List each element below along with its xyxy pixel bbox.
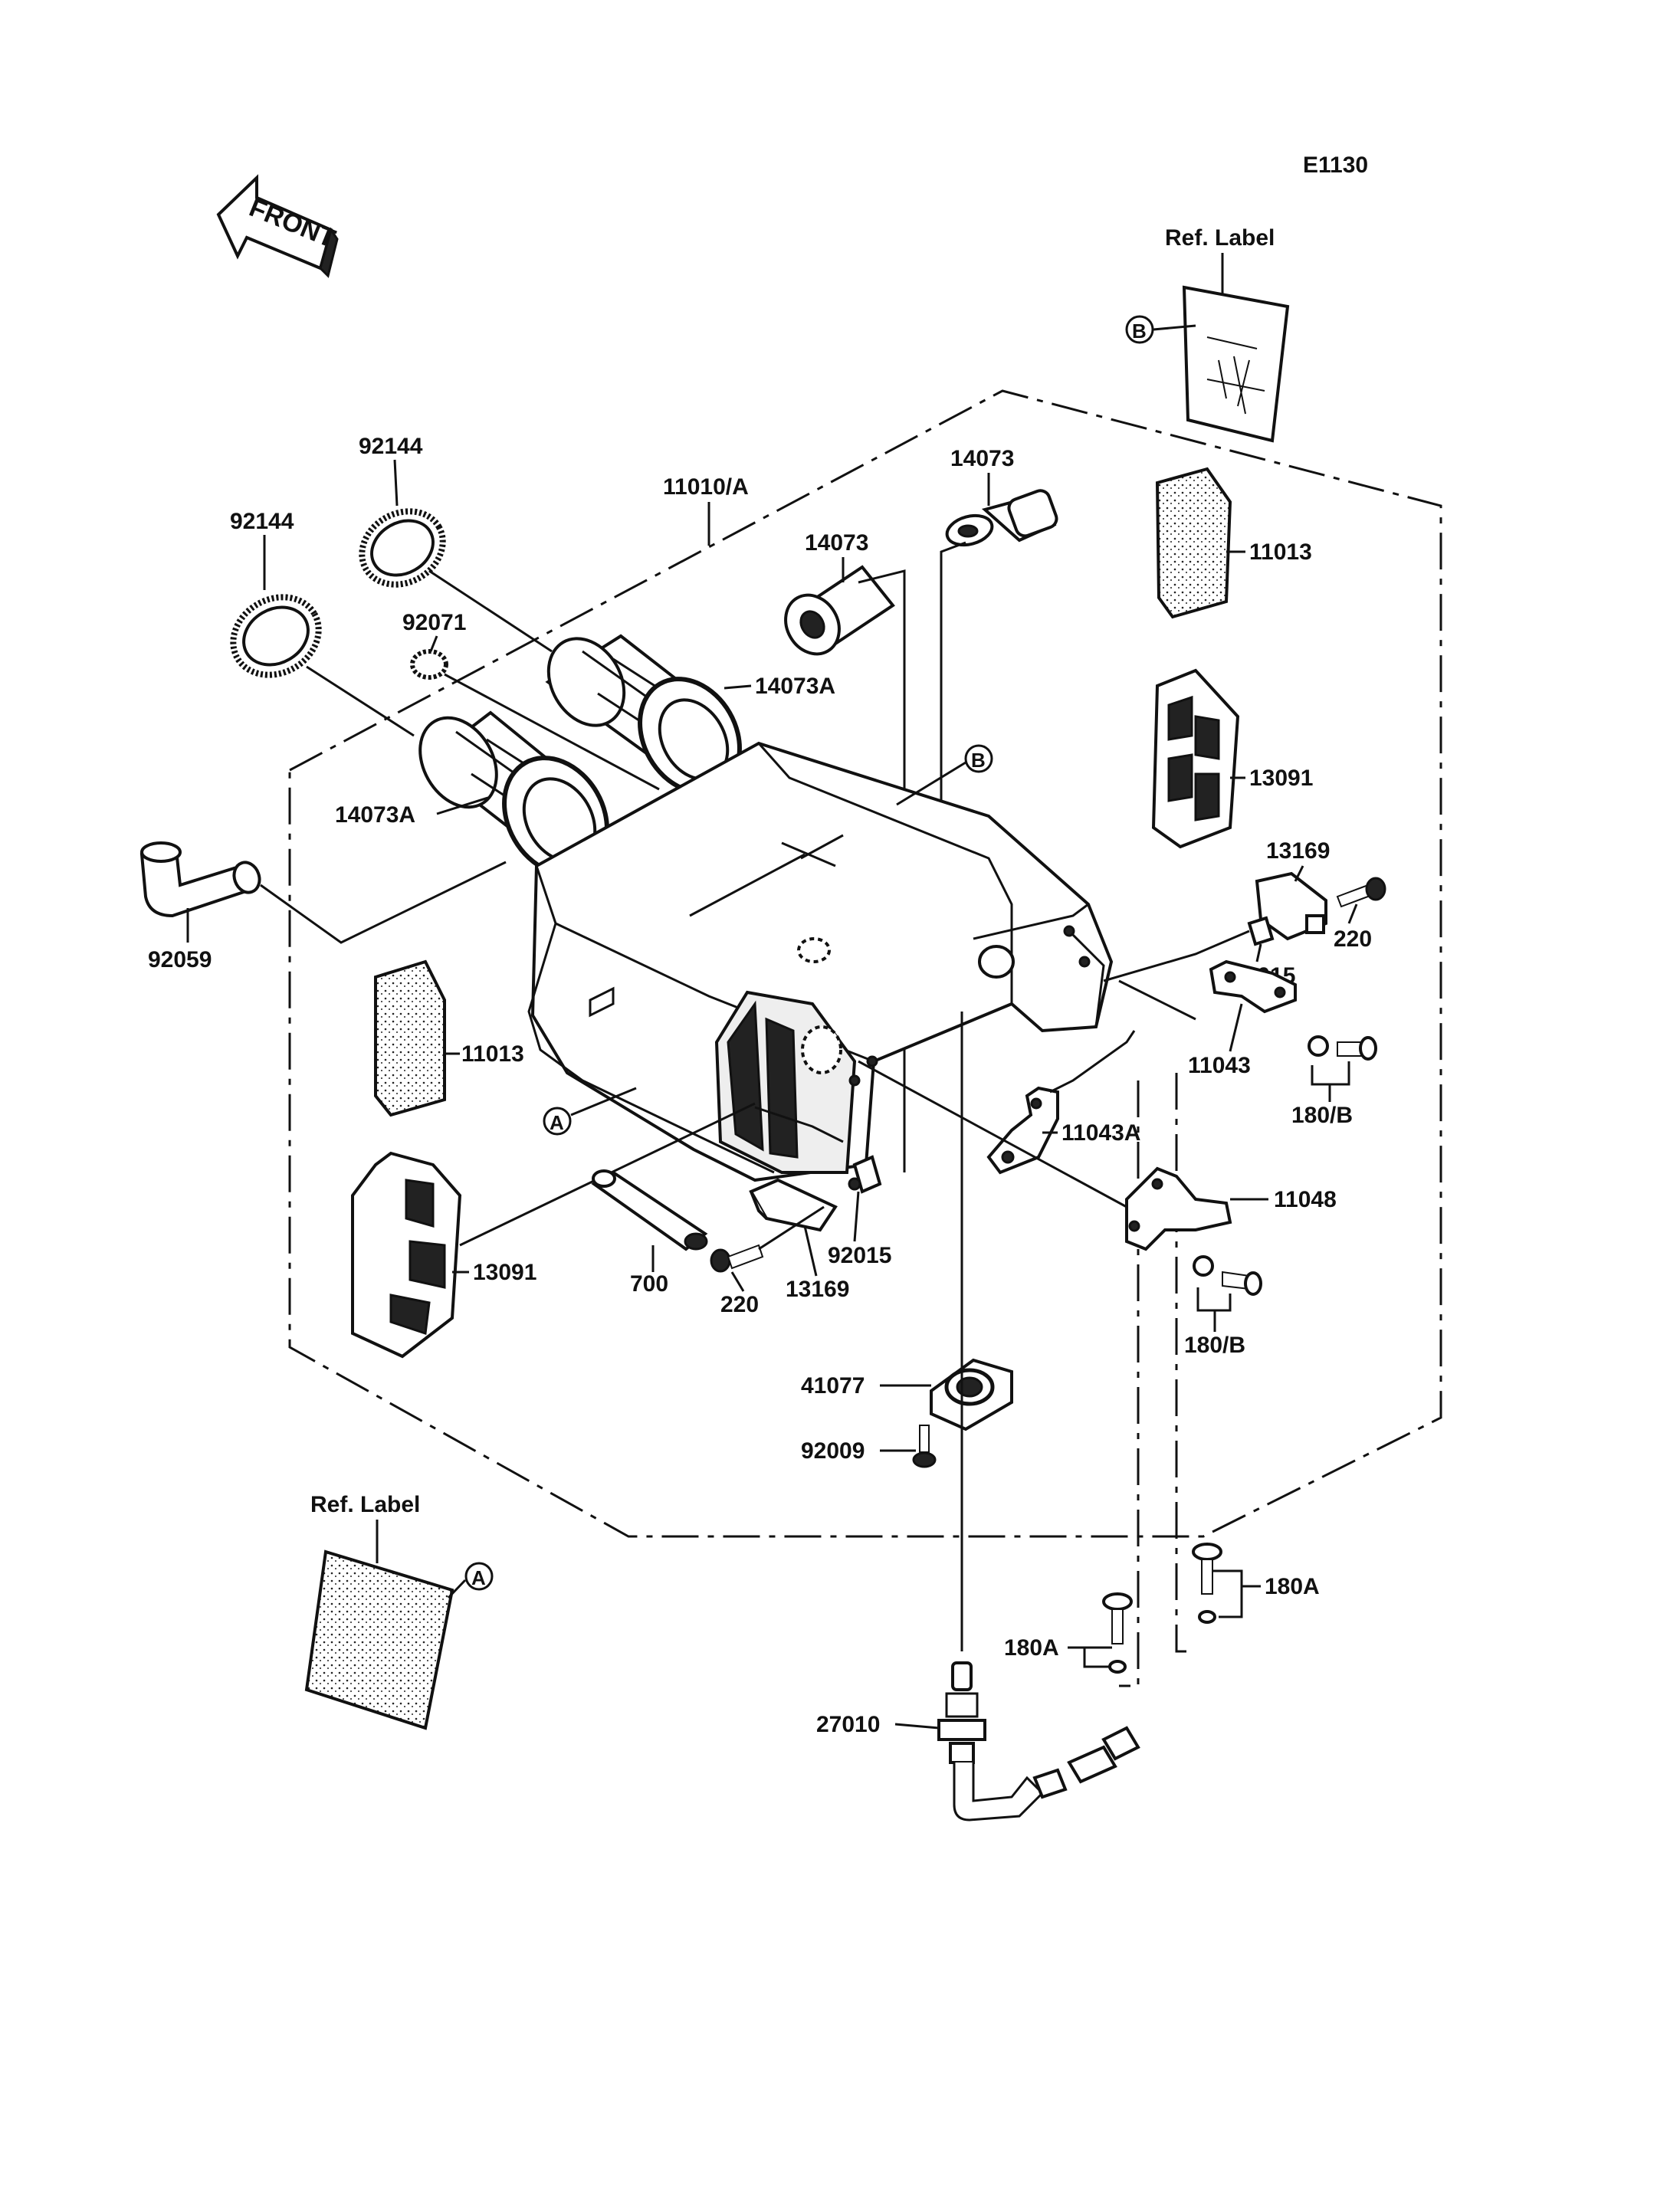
bracket-11043a — [986, 1086, 1059, 1175]
marker-a-box — [543, 1107, 572, 1136]
label-14073a-right: 14073A — [755, 674, 835, 699]
label-92015-left: 92015 — [828, 1243, 891, 1268]
label-14073-mid: 14073 — [805, 530, 868, 556]
bolt-180b-right — [1308, 1035, 1377, 1061]
label-11010-a: 11010/A — [663, 474, 749, 500]
bolt-180b-lower — [1193, 1255, 1262, 1296]
bracket-11043 — [1209, 959, 1297, 1014]
label-11043: 11043 — [1188, 1053, 1251, 1078]
bracket-13169-right — [1255, 871, 1327, 941]
label-13091-right: 13091 — [1249, 766, 1313, 791]
bracket-11048 — [1125, 1166, 1232, 1251]
label-92144-left: 92144 — [230, 509, 294, 534]
marker-a-box-text: A — [550, 1111, 564, 1134]
filter-11013-right — [1155, 467, 1232, 619]
marker-b-box — [964, 744, 993, 773]
tube-700 — [591, 1169, 708, 1251]
label-13169-left: 13169 — [786, 1277, 849, 1302]
marker-a-bottom — [464, 1562, 494, 1591]
duct-14073a-right — [545, 634, 742, 795]
clamp-92144-top — [359, 508, 446, 588]
label-14073-top: 14073 — [950, 446, 1014, 471]
bracket-13169-left — [749, 1178, 838, 1232]
marker-a-bottom-text: A — [471, 1566, 486, 1589]
bolt-180a-right — [1192, 1543, 1222, 1624]
label-180a-right: 180A — [1265, 1574, 1320, 1599]
label-92009: 92009 — [801, 1438, 865, 1464]
nut-92015-left — [848, 1155, 882, 1194]
label-14073a-left: 14073A — [335, 802, 415, 828]
label-700: 700 — [630, 1271, 668, 1297]
marker-b-top — [1125, 315, 1154, 344]
label-92144-top: 92144 — [359, 434, 423, 459]
label-220-left: 220 — [720, 1292, 759, 1317]
label-27010: 27010 — [816, 1712, 880, 1737]
cap-92071 — [410, 649, 448, 680]
ref-label-bottom-plate — [304, 1549, 454, 1730]
label-11043a: 11043A — [1061, 1120, 1140, 1146]
label-11013-left: 11013 — [461, 1041, 524, 1067]
cover-13091-left — [351, 1151, 462, 1359]
ref-label-bottom-title: Ref. Label — [310, 1492, 420, 1517]
marker-b-top-text: B — [1132, 320, 1147, 343]
hose-elbow-14073-top — [945, 489, 1058, 547]
hose-elbow-14073-mid — [784, 565, 895, 656]
screw-220-left — [710, 1244, 764, 1273]
label-92059: 92059 — [148, 947, 212, 972]
assembly-outline — [288, 389, 1442, 1538]
label-180a-left: 180A — [1004, 1635, 1059, 1661]
air-box-housing — [527, 741, 1114, 1182]
sensor-27010 — [937, 1661, 1140, 1822]
label-41077: 41077 — [801, 1373, 865, 1399]
front-arrow-icon: FRONT — [216, 174, 340, 278]
label-13169-right: 13169 — [1266, 838, 1330, 864]
cover-13091-right — [1151, 668, 1240, 849]
bolt-180a-left — [1102, 1592, 1133, 1674]
grommet-41077 — [930, 1358, 1013, 1431]
tube-92059 — [139, 841, 261, 918]
screw-220-right — [1336, 877, 1386, 908]
label-13091-left: 13091 — [473, 1260, 536, 1285]
clamp-92144-left — [230, 594, 322, 678]
filter-11013-left — [374, 959, 446, 1117]
screw-92009 — [912, 1425, 937, 1468]
label-180b-right: 180/B — [1291, 1103, 1353, 1128]
diagram-code: E1130 — [1303, 152, 1368, 178]
label-11013-right: 11013 — [1249, 539, 1312, 565]
label-11048: 11048 — [1274, 1187, 1337, 1212]
nut-92015-right — [1247, 916, 1275, 946]
ref-label-top-title: Ref. Label — [1165, 225, 1275, 251]
label-180b-lower: 180/B — [1184, 1333, 1245, 1358]
label-92071: 92071 — [402, 610, 466, 635]
marker-b-box-text: B — [971, 749, 986, 772]
label-220-right: 220 — [1334, 926, 1372, 952]
